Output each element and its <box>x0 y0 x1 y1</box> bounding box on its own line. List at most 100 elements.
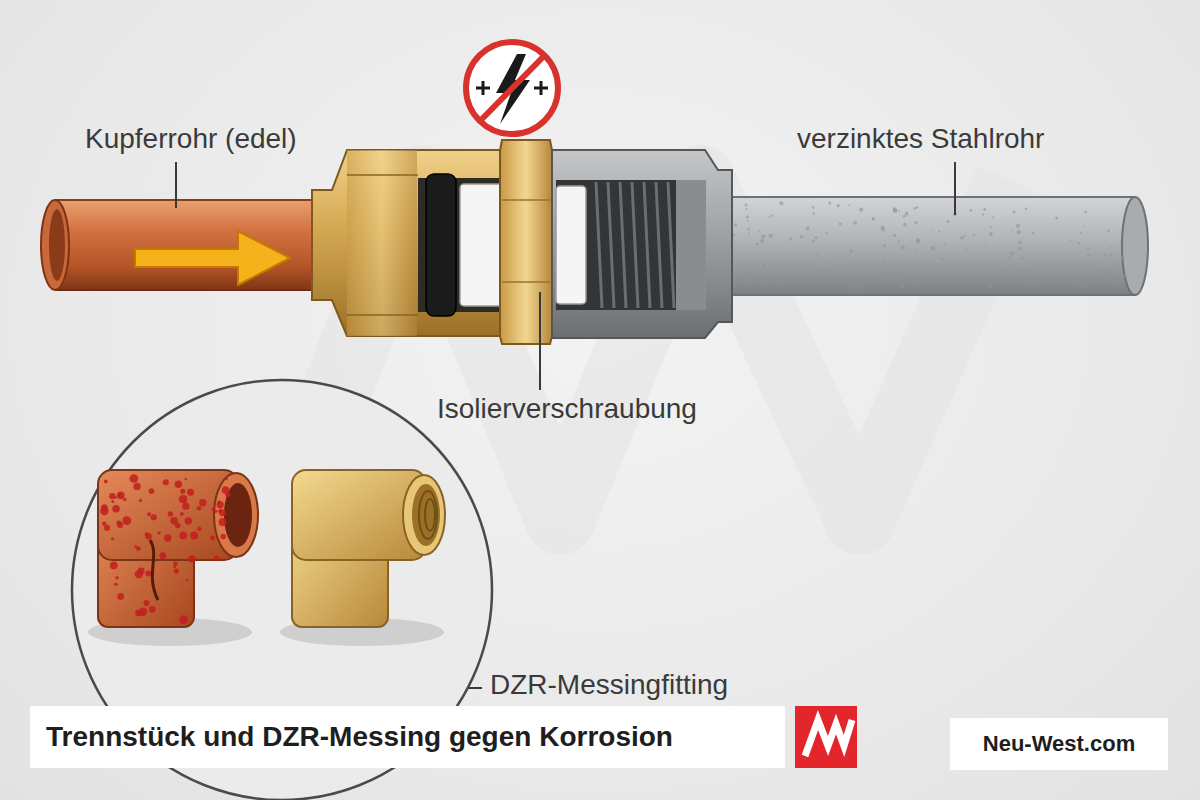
corrosion-pitting <box>219 509 226 516</box>
corroded-copper-elbow <box>214 473 258 557</box>
corrosion-pitting <box>147 512 151 516</box>
corrosion-pitting <box>179 615 188 624</box>
corrosion-pitting <box>100 507 108 515</box>
brand-name: Neu-West.com <box>983 731 1135 757</box>
galvanized-texture <box>734 224 737 227</box>
corrosion-pitting <box>174 568 179 573</box>
galvanized-texture <box>1017 230 1021 234</box>
galvanized-texture <box>1123 274 1127 278</box>
galvanized-texture <box>800 235 804 239</box>
gasket <box>426 174 456 316</box>
galvanized-texture <box>761 235 765 239</box>
galvanized-texture <box>1031 232 1034 235</box>
galvanized-texture <box>1084 211 1087 214</box>
galvanized-texture <box>1035 262 1037 264</box>
galvanized-texture <box>917 240 920 243</box>
corrosion-pitting <box>217 501 224 508</box>
insulating-ring <box>556 186 586 304</box>
galvanized-texture <box>881 228 885 232</box>
corrosion-pitting <box>135 610 141 616</box>
corrosion-pitting <box>115 576 119 580</box>
galvanized-texture <box>779 201 783 205</box>
corrosion-pitting <box>219 518 227 526</box>
galvanized-texture <box>985 277 987 279</box>
brass-union-nut <box>347 314 418 316</box>
galvanized-texture <box>1019 247 1022 250</box>
galvanized-texture <box>881 260 884 263</box>
galvanized-texture <box>903 223 907 227</box>
galvanized-texture <box>806 227 810 231</box>
galvanized-texture <box>941 258 944 261</box>
steel-pipe <box>1122 197 1148 295</box>
galvanized-texture <box>758 230 760 232</box>
galvanized-texture <box>964 235 966 237</box>
galvanized-texture <box>1109 246 1111 248</box>
galvanized-texture <box>901 245 905 249</box>
galvanized-texture <box>1087 247 1090 250</box>
galvanized-texture <box>992 216 994 218</box>
galvanized-texture <box>813 212 816 215</box>
caption: Trennstück und DZR-Messing gegen Korrosi… <box>46 721 673 753</box>
corrosion-pitting <box>187 489 194 496</box>
galvanized-texture <box>1025 207 1028 210</box>
corrosion-pitting <box>122 516 131 525</box>
caption-banner: Trennstück und DZR-Messing gegen Korrosi… <box>30 706 785 768</box>
galvanized-texture <box>815 236 818 239</box>
galvanized-texture <box>812 206 815 209</box>
galvanized-texture <box>1022 269 1025 272</box>
part-label: verzinktes Stahlrohr <box>797 122 1044 156</box>
galvanized-texture <box>1037 280 1040 283</box>
corrosion-pitting <box>123 498 126 501</box>
galvanized-texture <box>850 249 853 252</box>
no-current-symbol <box>466 42 558 134</box>
corrosion-pitting <box>110 562 118 570</box>
galvanized-texture <box>840 255 842 257</box>
galvanized-texture <box>1078 242 1080 244</box>
galvanized-texture <box>747 220 749 222</box>
galvanized-texture <box>902 277 904 279</box>
galvanized-texture <box>804 236 806 238</box>
galvanized-texture <box>746 216 749 219</box>
galvanized-texture <box>744 203 747 206</box>
corrosion-pitting <box>173 565 176 568</box>
corrosion-pitting <box>138 568 145 575</box>
galvanized-texture <box>1122 259 1124 261</box>
corrosion-pitting <box>225 477 228 480</box>
galvanized-texture <box>944 244 946 246</box>
steel-pipe <box>700 197 1135 295</box>
corrosion-pitting <box>145 533 152 540</box>
corrosion-pitting <box>117 593 124 600</box>
galvanized-texture <box>1105 253 1107 255</box>
galvanized-texture <box>990 226 992 228</box>
corrosion-pitting <box>175 481 182 488</box>
corrosion-pitting <box>149 488 155 494</box>
thread <box>644 182 650 308</box>
galvanized-texture <box>837 204 840 207</box>
galvanized-texture <box>768 216 770 218</box>
corrosion-pitting <box>188 555 196 563</box>
galvanized-texture <box>1083 225 1085 227</box>
galvanized-texture <box>883 244 887 248</box>
corrosion-pitting <box>164 534 172 542</box>
corrosion-pitting <box>185 517 193 525</box>
steel-union-nut <box>552 150 732 338</box>
galvanized-texture <box>776 280 779 283</box>
galvanized-texture <box>1013 210 1016 213</box>
insulating-ring <box>460 184 504 306</box>
corrosion-pitting <box>197 527 201 531</box>
steel-pipe <box>700 197 1148 295</box>
galvanized-texture <box>913 207 916 210</box>
galvanized-texture <box>1021 256 1024 259</box>
galvanized-texture <box>747 228 750 231</box>
galvanized-texture <box>893 234 896 237</box>
galvanized-texture <box>985 244 987 246</box>
corrosion-pitting <box>117 491 125 499</box>
part-label: Isolierverschraubung <box>437 392 697 426</box>
galvanized-texture <box>1079 231 1081 233</box>
galvanized-texture <box>903 215 906 218</box>
corrosion-pitting <box>104 525 110 531</box>
brand-logo <box>795 706 857 768</box>
steel-union-nut <box>676 180 706 310</box>
galvanized-texture <box>917 279 920 282</box>
corrosion-pitting <box>199 499 206 506</box>
